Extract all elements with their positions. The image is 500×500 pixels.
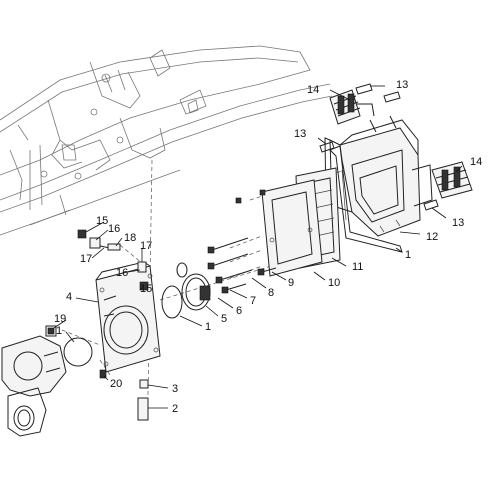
intake-manifold <box>1 335 67 437</box>
leader-lines <box>53 85 463 409</box>
o-ring-seals <box>63 285 183 367</box>
clips <box>319 83 439 211</box>
air-box-housing <box>324 115 433 237</box>
callout-13a: 13 <box>396 79 408 91</box>
callout-6: 6 <box>236 305 242 317</box>
callout-17b: 17 <box>140 240 152 252</box>
callout-12: 12 <box>426 231 438 243</box>
bolts <box>207 189 277 294</box>
callout-16a: 16 <box>108 223 120 235</box>
throttle-body-housing <box>95 261 161 373</box>
callout-17a: 17 <box>80 253 92 265</box>
callout-11: 11 <box>352 261 363 273</box>
inlet-duct-side <box>431 161 473 199</box>
callout-1c: 1 <box>56 325 62 337</box>
callout-15a: 15 <box>96 215 108 227</box>
callout-18: 18 <box>124 232 136 244</box>
callout-4: 4 <box>66 291 72 303</box>
callout-1a: 1 <box>405 249 411 261</box>
filter-cover-frame <box>261 179 323 277</box>
vehicle-frame <box>0 45 333 236</box>
callout-2: 2 <box>172 403 178 415</box>
callout-13c: 13 <box>452 217 464 229</box>
callout-7: 7 <box>250 295 256 307</box>
inlet-duct-top <box>329 89 375 125</box>
callout-1b: 1 <box>205 321 211 333</box>
callout-14b: 14 <box>470 156 482 168</box>
callout-15b: 15 <box>140 283 152 295</box>
callout-9: 9 <box>288 277 294 289</box>
drain-parts <box>99 369 149 421</box>
callout-3: 3 <box>172 383 178 395</box>
callout-14a: 14 <box>307 84 319 96</box>
hose-clamp <box>176 262 211 311</box>
callout-5: 5 <box>221 313 227 325</box>
grommet <box>45 325 57 337</box>
callout-10: 10 <box>328 277 340 289</box>
callout-20: 20 <box>110 378 122 390</box>
callout-16b: 16 <box>116 267 128 279</box>
callout-13b: 13 <box>294 128 306 140</box>
callout-8: 8 <box>268 287 274 299</box>
housing-gasket <box>329 145 403 253</box>
callout-labels: 14 13 13 14 13 12 1 11 10 9 8 7 6 5 1 15… <box>54 79 482 415</box>
callout-19: 19 <box>54 313 66 325</box>
